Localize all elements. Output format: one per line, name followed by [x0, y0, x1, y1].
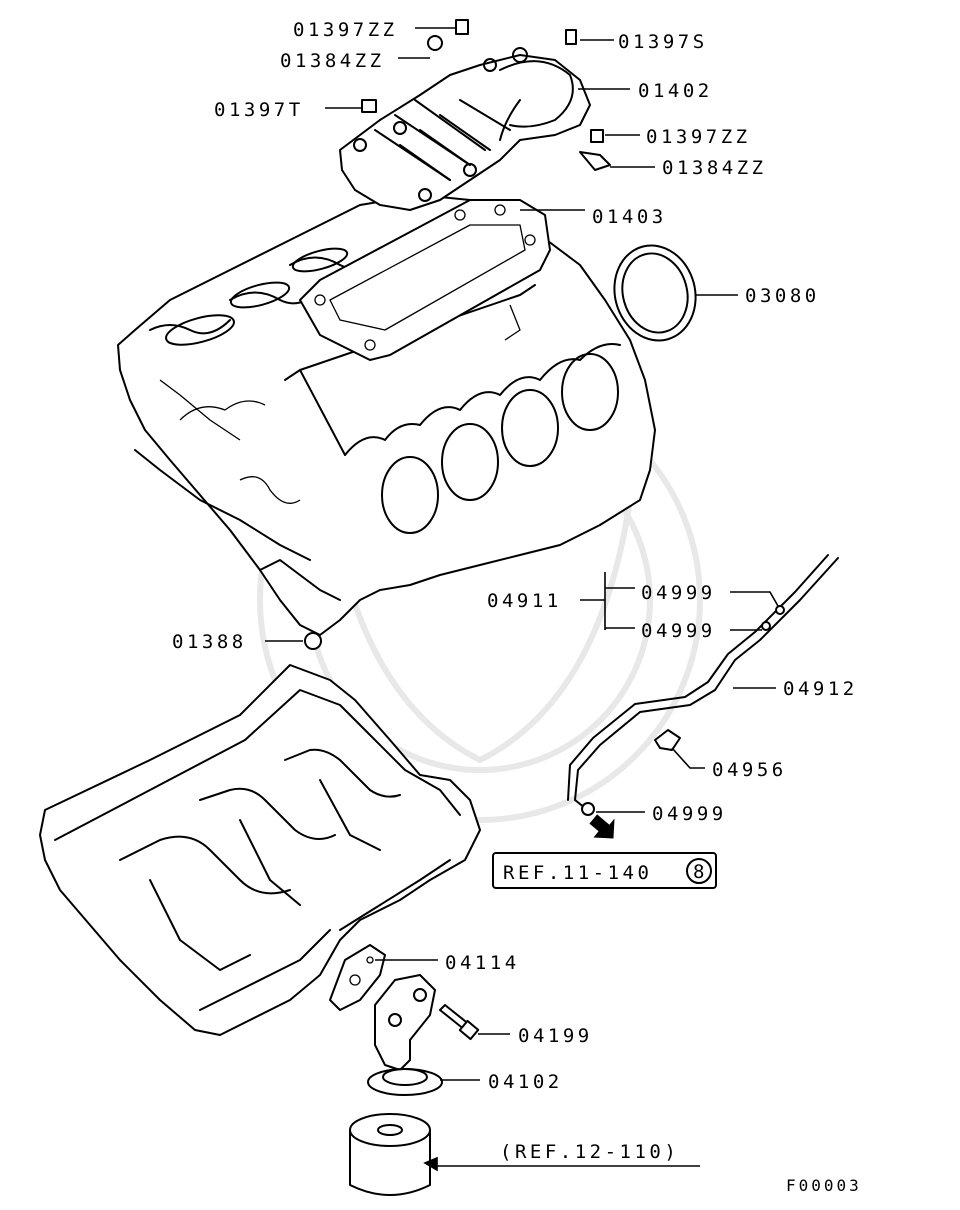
- ref-11-140-circle-number: 8: [693, 861, 704, 883]
- label-04102: 04102: [488, 1071, 563, 1093]
- label-04999-a: 04999: [641, 582, 716, 604]
- ref-11-140-text: REF.11-140: [503, 862, 652, 884]
- label-04199: 04199: [518, 1025, 593, 1047]
- label-04999-b: 04999: [641, 620, 716, 642]
- oil-seal-ring: [613, 244, 697, 342]
- oil-pan: [39, 664, 481, 1036]
- oil-filter-bracket-04102: [367, 974, 443, 1096]
- ref-arrow: [589, 814, 615, 839]
- label-04911: 04911: [487, 590, 562, 612]
- intake-cover: [339, 47, 591, 211]
- label-04999-c: 04999: [652, 803, 727, 825]
- label-01397zz-top: 01397ZZ: [293, 19, 398, 41]
- label-01397zz-right: 01397ZZ: [646, 126, 751, 148]
- label-01397t: 01397T: [214, 99, 304, 121]
- cover-gasket: [299, 199, 551, 361]
- label-01384zz-top: 01384ZZ: [280, 50, 385, 72]
- label-04956: 04956: [712, 759, 787, 781]
- label-01402: 01402: [638, 80, 713, 102]
- oil-filter-cartridge: [349, 1113, 431, 1196]
- ref-12-110-text: (REF.12-110): [500, 1141, 679, 1163]
- label-04114: 04114: [445, 952, 520, 974]
- top-fasteners: [304, 19, 611, 650]
- label-01403: 01403: [592, 206, 667, 228]
- oil-filter-gasket-04114: [329, 944, 386, 1011]
- bolt-04199: [439, 1004, 480, 1041]
- dipstick-tube-04912: [567, 554, 839, 816]
- ref-11-140-box: [492, 852, 717, 889]
- figure-id: F00003: [786, 1176, 862, 1195]
- label-04912: 04912: [783, 678, 858, 700]
- label-03080: 03080: [745, 285, 820, 307]
- label-01388: 01388: [172, 631, 247, 653]
- label-01397s: 01397S: [618, 31, 708, 53]
- leader-lines: [265, 27, 779, 1172]
- label-01384zz-right: 01384ZZ: [662, 157, 767, 179]
